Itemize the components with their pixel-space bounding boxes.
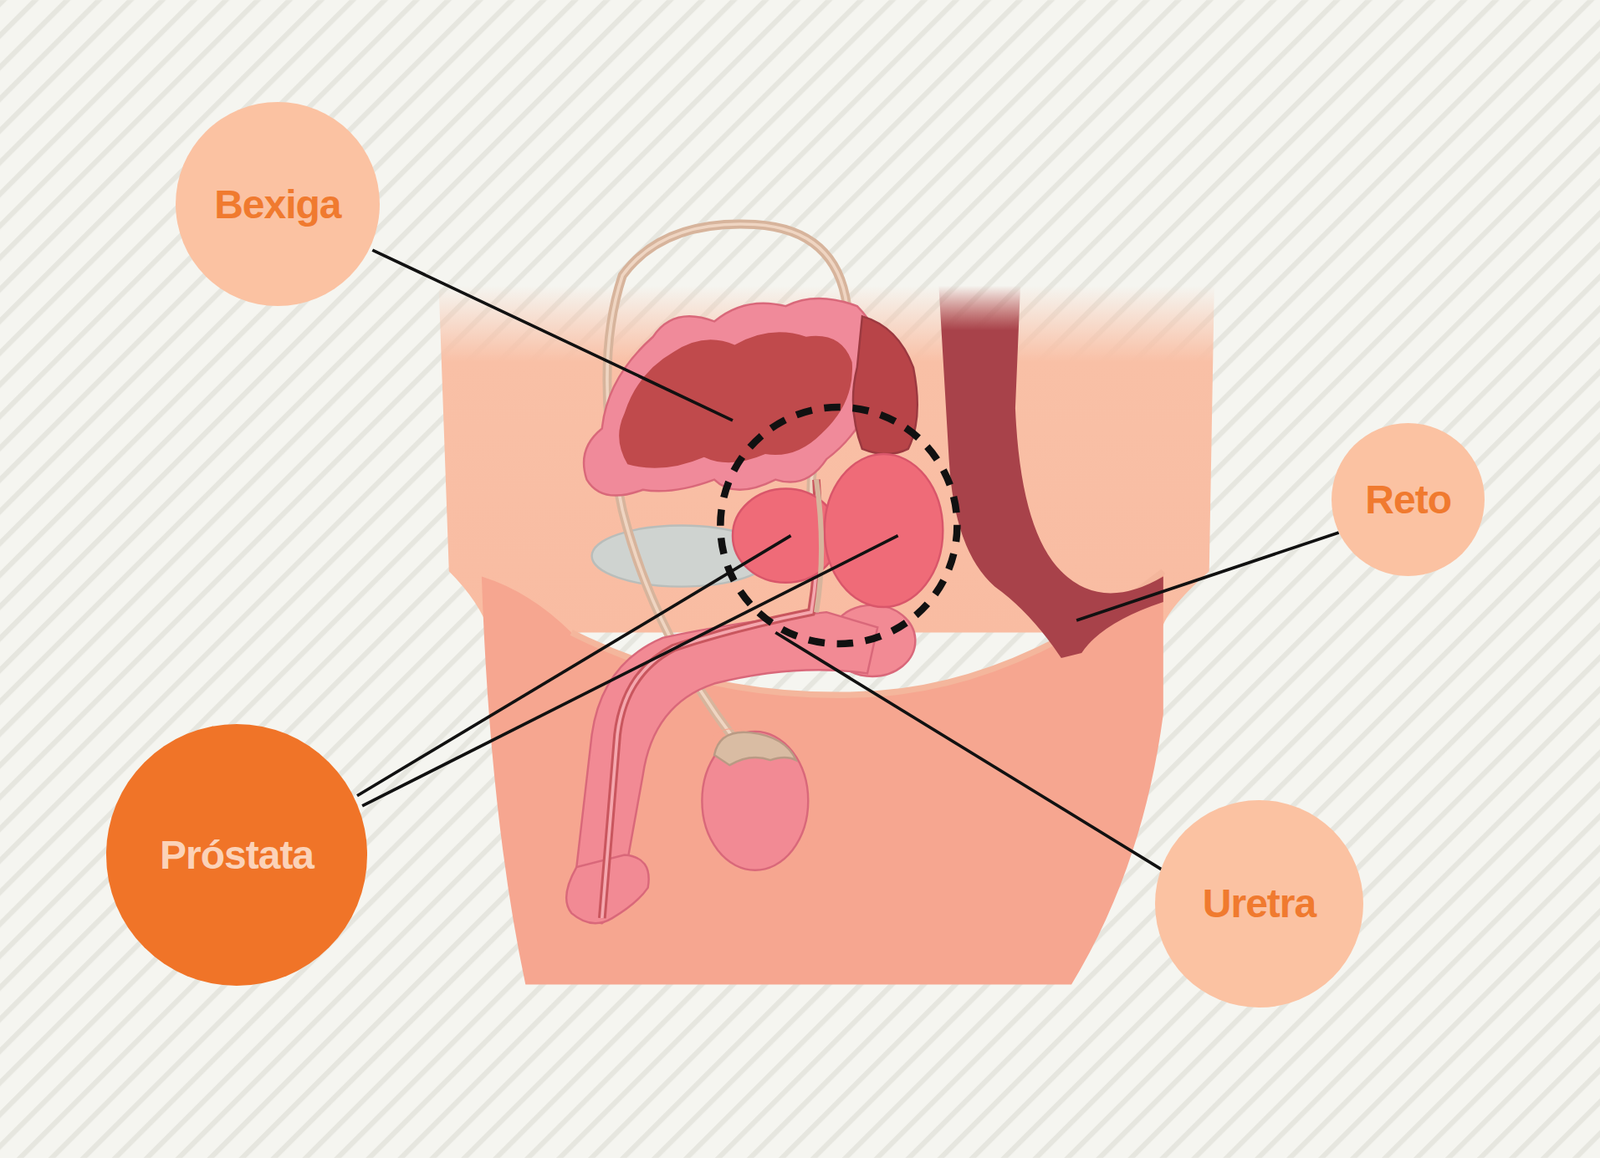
- leader-line: [372, 250, 733, 421]
- organ-label: Reto: [1364, 476, 1452, 523]
- leader-line: [1076, 532, 1340, 621]
- bladder-lumen: [618, 332, 853, 469]
- epididymis: [714, 732, 797, 766]
- organ-label: Próstata: [159, 832, 314, 879]
- label-circle: Reto: [1331, 423, 1485, 577]
- leader-line: [775, 633, 1161, 870]
- leader-line: [362, 536, 899, 807]
- testis: [701, 731, 808, 871]
- label-circle: Bexiga: [175, 102, 380, 307]
- bladder-wall: [583, 298, 880, 496]
- organ-label: Bexiga: [214, 181, 341, 228]
- organ-label: Uretra: [1202, 880, 1316, 927]
- label-circle: Uretra: [1155, 800, 1364, 1009]
- leader-line: [357, 536, 792, 797]
- prostate-right-lobe: [824, 454, 944, 608]
- label-circle: Próstata: [106, 724, 368, 986]
